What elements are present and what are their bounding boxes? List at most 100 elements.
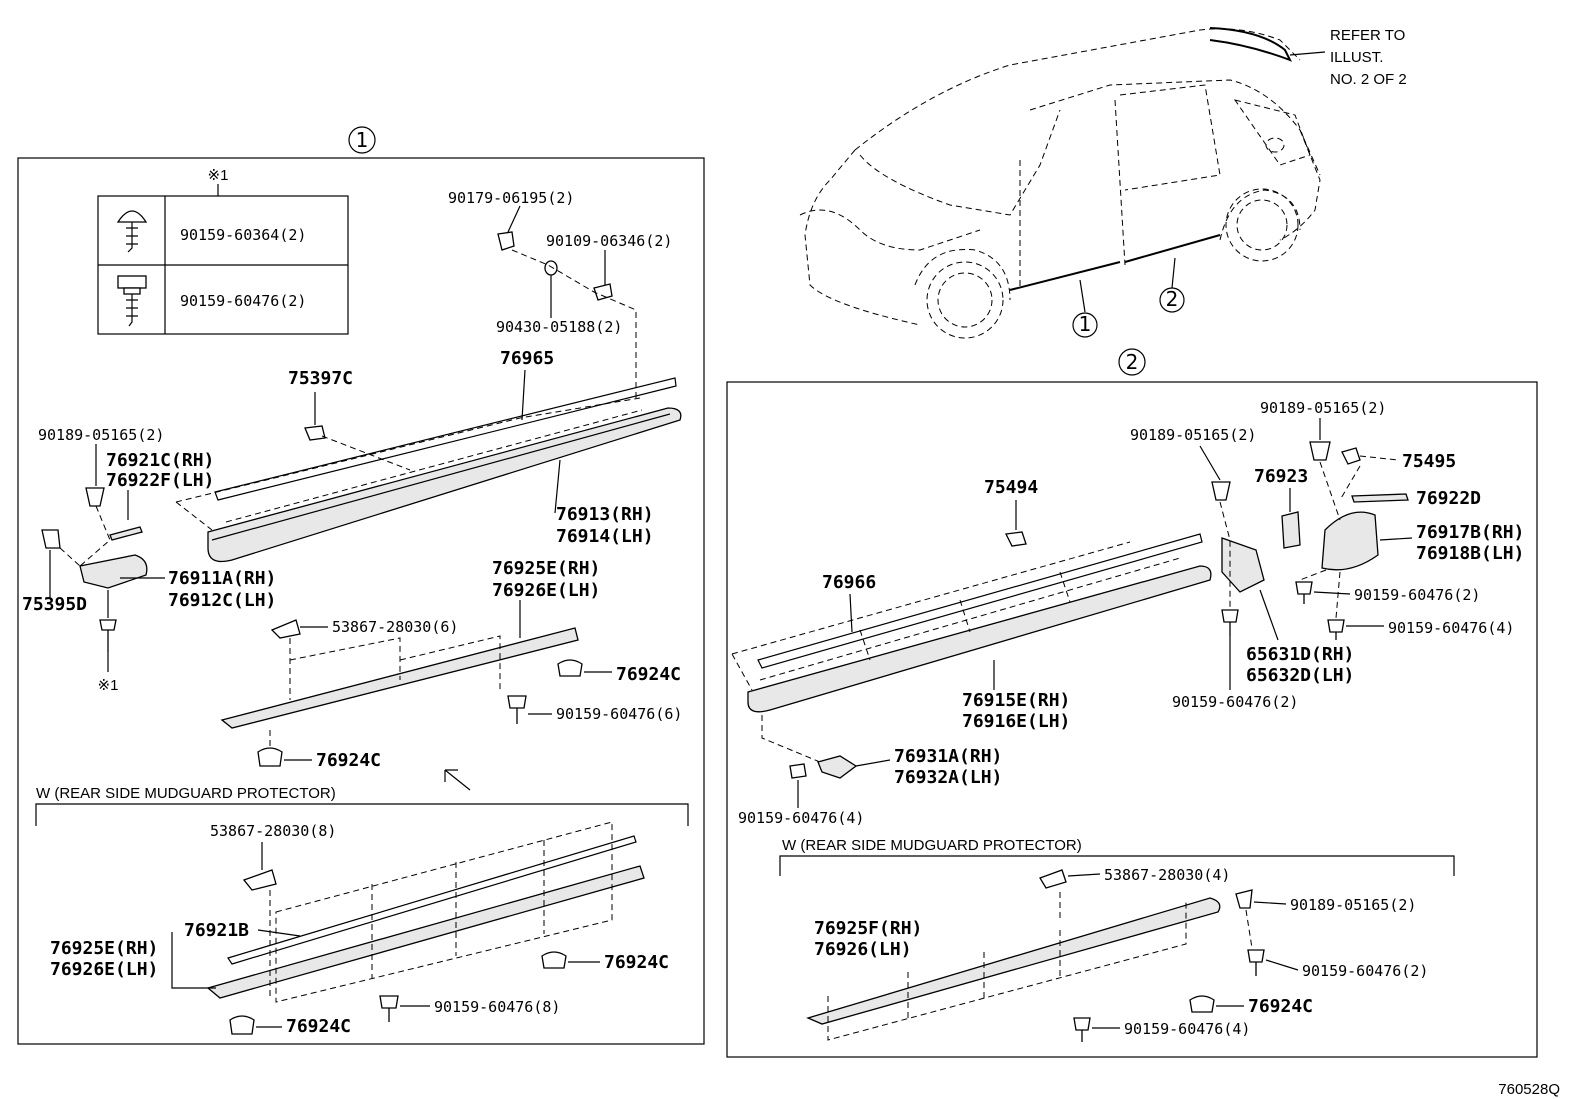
side-moulding-76913-ridge — [211, 413, 671, 541]
sub1-dash-grid — [269, 821, 613, 1003]
clip-p2-sub-90189-shape — [1235, 889, 1253, 909]
rocker-moulding-rear — [1124, 234, 1221, 263]
front-hub — [937, 272, 993, 328]
mudguard-dash — [1319, 461, 1361, 521]
label-76925e-rh: 76925E(RH) — [492, 558, 600, 579]
rear-wheel — [1225, 188, 1299, 262]
retainer-dash-grid — [289, 635, 501, 700]
clip-90189-shape — [85, 487, 105, 507]
label-76915e-rh: 76915E(RH) — [962, 690, 1070, 711]
panel2-frame — [726, 381, 1538, 1058]
label-p2-76924c: 76924C — [1248, 996, 1313, 1017]
label-p2-53867-28030-4: 53867-28030(4) — [1104, 866, 1230, 884]
clip-75395d-shape — [41, 529, 61, 549]
leader-76917b — [1379, 537, 1413, 541]
label-90430-05188: 90430-05188(2) — [496, 318, 622, 336]
label-sub1-90159-60476-8: 90159-60476(8) — [434, 998, 560, 1016]
nut-76924c-b-shape — [257, 747, 283, 767]
leader-76965 — [521, 369, 526, 421]
panel1-note-mark: ※1 — [208, 167, 229, 184]
fuel-door — [1265, 137, 1285, 153]
leader-76966 — [849, 593, 853, 633]
panel2-callout-circle — [1118, 348, 1146, 376]
rear-hub — [1236, 199, 1288, 251]
label-p2-90159-60476-b: 90159-60476(4) — [1388, 619, 1514, 637]
end-cap-dash — [59, 505, 111, 567]
bolt-p2-sub-90159-a-shape — [1247, 949, 1265, 976]
refer-leader — [1289, 51, 1326, 56]
label-90179-06195: 90179-06195(2) — [448, 189, 574, 207]
panel1-sub-title: W (REAR SIDE MUDGUARD PROTECTOR) — [36, 785, 336, 802]
bolt-p2-90159-d-shape — [789, 763, 807, 779]
side-moulding-76915e-shape — [747, 565, 1212, 713]
label-p2-sub-90159-60476-b: 90159-60476(4) — [1124, 1020, 1250, 1038]
bolt-p2-90159-a-shape — [1295, 581, 1313, 604]
label-75495: 75495 — [1402, 451, 1456, 472]
vehicle-illustration: 1 2 — [799, 27, 1326, 339]
nut-sub1-76924c-b-shape — [229, 1015, 255, 1035]
clip-p2-90189-b-shape — [1211, 481, 1231, 501]
leader-76931a — [855, 759, 891, 767]
clip-75495-shape — [1341, 447, 1361, 465]
label-sub1-76926e-lh: 76926E(LH) — [50, 959, 158, 980]
label-76912c-lh: 76912C(LH) — [168, 590, 276, 611]
nut-p2-76924c-shape — [1189, 995, 1215, 1013]
label-53867-28030-6: 53867-28030(6) — [332, 618, 458, 636]
panel1-frame — [17, 157, 705, 1045]
label-76921c-rh: 76921C(RH) — [106, 450, 214, 471]
bolt-sub1-90159-shape — [379, 995, 399, 1022]
bracket-65631d-shape — [1221, 537, 1265, 593]
p2-bracket-dash — [1219, 501, 1231, 608]
retainer-76925f-shape — [806, 897, 1221, 1025]
clip-75397c-dash — [321, 435, 411, 471]
label-76931a-rh: 76931A(RH) — [894, 746, 1002, 767]
fastener-row-1-part: 90159-60364(2) — [180, 226, 306, 244]
label-76932a-lh: 76932A(LH) — [894, 767, 1002, 788]
label-p2-90189-05165-a: 90189-05165(2) — [1260, 399, 1386, 417]
leader-90179 — [507, 205, 521, 233]
front-direction-arrow — [444, 769, 471, 791]
screw-90109-shape — [593, 283, 613, 301]
leader-p2-sub-90159-a — [1265, 959, 1299, 971]
refer-note-line-1: REFER TO — [1330, 27, 1405, 44]
screw-grommet-icon — [116, 210, 148, 253]
label-76924c-a: 76924C — [616, 664, 681, 685]
callout-2-leader — [1171, 257, 1176, 289]
side-moulding-76913-shape — [207, 407, 682, 563]
label-90189-05165: 90189-05165(2) — [38, 426, 164, 444]
hex-bolt-icon — [117, 275, 147, 327]
refer-note-line-2: ILLUST. — [1330, 49, 1383, 66]
clip-53867-8-shape — [242, 869, 277, 891]
grille-outline — [799, 209, 981, 251]
label-76926e-lh: 76926E(LH) — [492, 580, 600, 601]
leader-p2-53867 — [1067, 873, 1101, 877]
p2-sub-bolt-dash — [1245, 909, 1253, 949]
label-76911a-rh: 76911A(RH) — [168, 568, 276, 589]
callout-1-text: 1 — [1079, 312, 1092, 336]
p2-sub-dash-grid — [827, 892, 1187, 1041]
washer-90430-shape — [544, 260, 558, 276]
label-76966: 76966 — [822, 572, 876, 593]
label-90159-60476-6: 90159-60476(6) — [556, 705, 682, 723]
panel2-sub-title: W (REAR SIDE MUDGUARD PROTECTOR) — [782, 837, 1082, 854]
window-outline — [1029, 79, 1321, 176]
p2-front-bracket-dash — [761, 715, 821, 763]
hood-outline — [859, 109, 1061, 216]
label-sub1-76924c-a: 76924C — [604, 952, 669, 973]
label-76913-rh: 76913(RH) — [556, 504, 654, 525]
bolt-p2-90159-c-shape — [1221, 609, 1239, 636]
label-76917b-rh: 76917B(RH) — [1416, 522, 1524, 543]
panel1-sub-bracket — [35, 803, 689, 826]
front-outline — [804, 149, 921, 326]
refer-note-line-3: NO. 2 OF 2 — [1330, 71, 1407, 88]
end-cap-76911a-shape — [79, 554, 148, 589]
nut-76924c-a-shape — [557, 659, 583, 677]
diagram-code: 760528Q — [1498, 1081, 1560, 1098]
label-75395d: 75395D — [22, 594, 87, 615]
fastener-table-grid — [98, 196, 348, 334]
label-53867-28030-8: 53867-28030(8) — [210, 822, 336, 840]
label-p2-90159-60476-c: 90159-60476(2) — [1172, 693, 1298, 711]
label-76923: 76923 — [1254, 466, 1308, 487]
label-p2-90159-60476-a: 90159-60476(2) — [1354, 586, 1480, 604]
rear-outline — [1279, 129, 1321, 241]
